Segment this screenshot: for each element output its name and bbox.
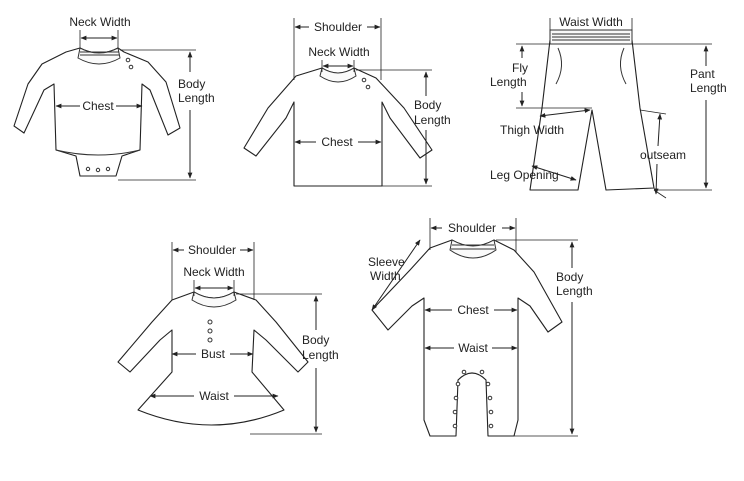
romper-sleeve-label: Sleeve [368, 255, 405, 269]
tshirt-shoulder-label: Shoulder [314, 20, 362, 34]
dress-button [207, 319, 213, 325]
pants-figure: Waist Width Fly Length Pant Length Thigh… [490, 15, 727, 199]
pants-waistband-rib [552, 33, 630, 41]
bodysuit-chest-label: Chest [82, 99, 114, 113]
romper-figure: Shoulder Sleeve Width Chest Waist Body L… [368, 218, 593, 437]
pants-thigh-width-label: Thigh Width [500, 123, 564, 137]
pants-right-pocket [620, 47, 627, 85]
pants-fly-label: Fly [512, 61, 528, 75]
romper-sleeve-arrow [371, 239, 421, 311]
romper-body-label: Body [556, 270, 583, 284]
tshirt-outline [243, 67, 433, 187]
bodysuit-figure: Neck Width Chest Body Length [13, 15, 215, 181]
pants-outseam-arrow [653, 163, 659, 195]
romper-snap [455, 381, 461, 387]
tshirt-chest-label: Chest [321, 135, 353, 149]
romper-width-label: Width [370, 269, 401, 283]
pants-leg-opening-label: Leg Opening [490, 168, 559, 182]
pants-outseam-arrow [657, 113, 663, 147]
pants-leg-opening-arrow [531, 165, 577, 181]
bodysuit-snap [95, 167, 101, 173]
bodysuit-shoulder-button [125, 57, 131, 63]
bodysuit-length-label: Length [178, 91, 215, 105]
romper-collar-rib [451, 244, 495, 250]
dress-waist-label: Waist [199, 389, 229, 403]
bodysuit-body-label: Body [178, 77, 205, 91]
romper-snap [453, 395, 459, 401]
bodysuit-snap [105, 166, 111, 172]
bodysuit-crotch-seam [55, 149, 141, 156]
dress-shoulder-label: Shoulder [188, 243, 236, 257]
pants-outseam-label: outseam [640, 148, 686, 162]
dress-body-label: Body [302, 333, 329, 347]
romper-snap [488, 409, 494, 415]
dress-button [207, 328, 213, 334]
romper-waist-label: Waist [458, 341, 488, 355]
pants-thigh-arrow [539, 108, 591, 118]
dress-neck-width-label: Neck Width [183, 265, 244, 279]
pants-left-pocket [555, 47, 562, 85]
dress-figure: Shoulder Neck Width Bust Waist Body Leng… [117, 242, 339, 435]
pants-fly-length-label: Length [490, 75, 527, 89]
bodysuit-collar-rib [80, 51, 119, 56]
romper-snap [452, 409, 458, 415]
romper-chest-label: Chest [457, 303, 489, 317]
dress-length-label: Length [302, 348, 339, 362]
bodysuit-shoulder-button [128, 64, 134, 70]
tshirt-neck-width-label: Neck Width [308, 45, 369, 59]
romper-snap [479, 369, 485, 375]
tshirt-collar [319, 67, 357, 83]
pants-outseam-ext [639, 109, 667, 115]
dress-collar [191, 291, 237, 308]
romper-snap [485, 381, 491, 387]
romper-snap [487, 395, 493, 401]
pants-waist-width-label: Waist Width [559, 15, 623, 29]
pants-pant-length-label: Length [690, 81, 727, 95]
tshirt-body-label: Body [414, 98, 441, 112]
dress-button [207, 337, 213, 343]
romper-length-label: Length [556, 284, 593, 298]
tshirt-shoulder-button [361, 77, 367, 83]
dress-bust-label: Bust [201, 347, 226, 361]
tshirt-figure: Shoulder Neck Width Chest Body Length [243, 18, 451, 187]
bodysuit-snap [85, 166, 91, 172]
tshirt-length-label: Length [414, 113, 451, 127]
tshirt-shoulder-button [365, 84, 371, 90]
bodysuit-neck-width-label: Neck Width [69, 15, 130, 29]
romper-snap [461, 369, 467, 375]
romper-snap [488, 423, 494, 429]
romper-shoulder-label: Shoulder [448, 221, 496, 235]
pants-pant-label: Pant [690, 67, 715, 81]
romper-snap [452, 423, 458, 429]
